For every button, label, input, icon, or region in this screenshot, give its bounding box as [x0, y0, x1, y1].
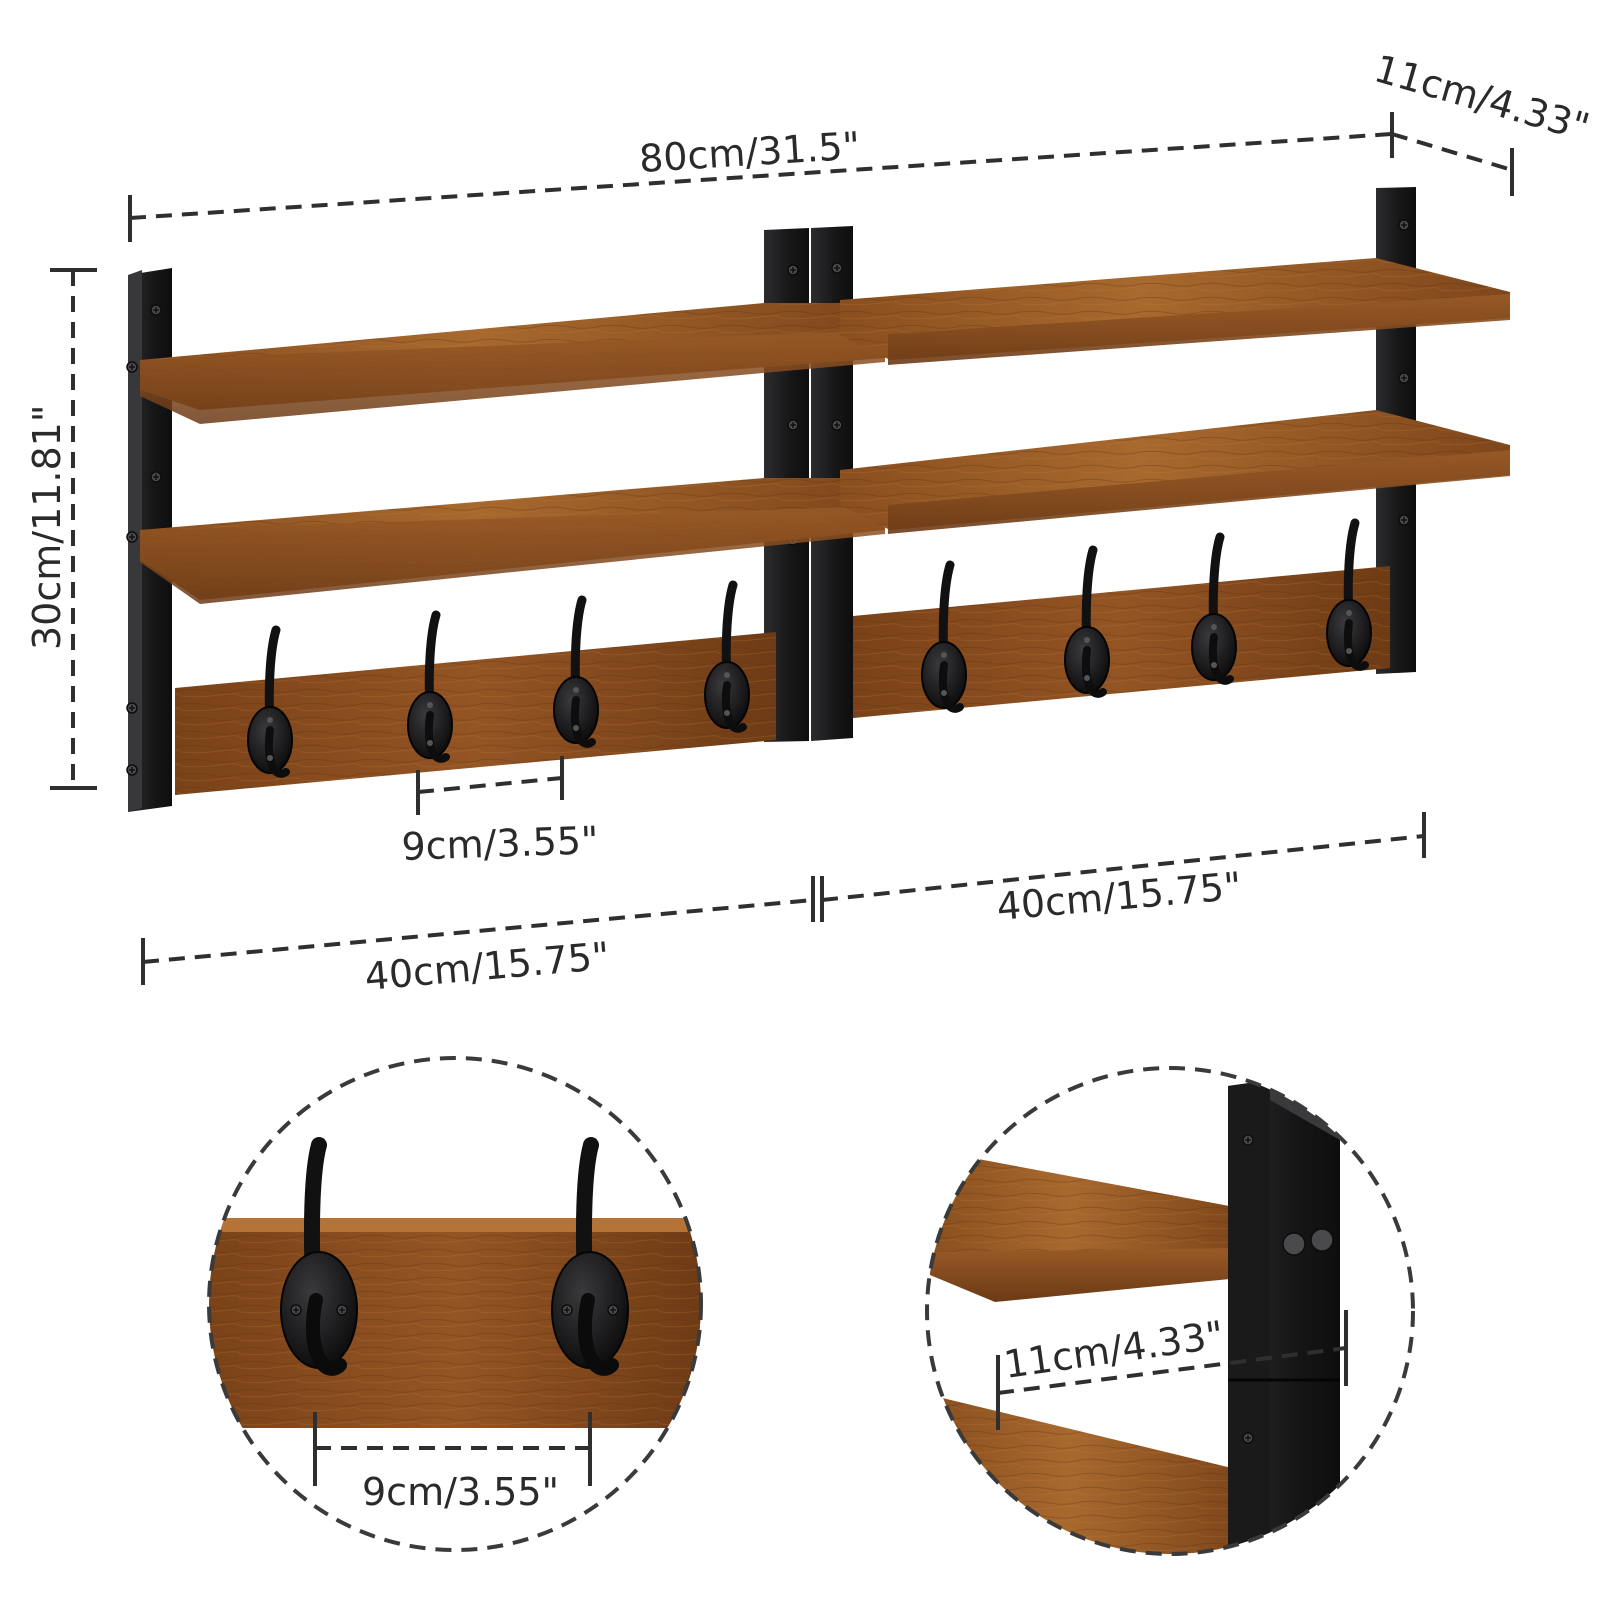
height-label: 30cm/11.81" [25, 405, 69, 650]
detail-hook-left [280, 1137, 358, 1376]
dimension-hook-spacing-main: 9cm/3.55" [401, 756, 599, 869]
dimension-total-width: 80cm/31.5" [128, 112, 1394, 242]
detail-bracket-callout: 11cm/4.33" [925, 1066, 1415, 1556]
dimension-left-unit-width: 40cm/15.75" [141, 876, 815, 999]
detail-circle-right [925, 1066, 1415, 1556]
dimension-right-unit-width: 40cm/15.75" [820, 812, 1426, 929]
detail-hook-right [551, 1137, 629, 1376]
left-unit-width-label: 40cm/15.75" [363, 934, 611, 999]
right-lower-shelf [840, 410, 1510, 534]
depth-top-label: 11cm/4.33" [1370, 46, 1595, 149]
hook-spacing-main-label: 9cm/3.55" [401, 818, 599, 869]
detail-hooks-callout: 9cm/3.55" [207, 1056, 703, 1552]
right-hook-board [853, 566, 1390, 718]
right-upper-shelf [840, 258, 1510, 365]
right-unit-width-label: 40cm/15.75" [995, 864, 1243, 929]
left-upper-shelf [140, 303, 885, 424]
dimension-height: 30cm/11.81" [25, 268, 97, 790]
detail-hook-spacing-label: 9cm/3.55" [362, 1470, 559, 1514]
detail-circle-left [207, 1056, 703, 1552]
dimension-depth-top: 11cm/4.33" [1370, 46, 1595, 196]
left-lower-shelf [140, 478, 885, 604]
detail-depth-label: 11cm/4.33" [1001, 1313, 1226, 1387]
shelf-assembly [126, 187, 1510, 812]
total-width-label: 80cm/31.5" [638, 124, 861, 181]
left-hook-board [175, 632, 776, 795]
detail-bracket [1228, 1080, 1340, 1554]
